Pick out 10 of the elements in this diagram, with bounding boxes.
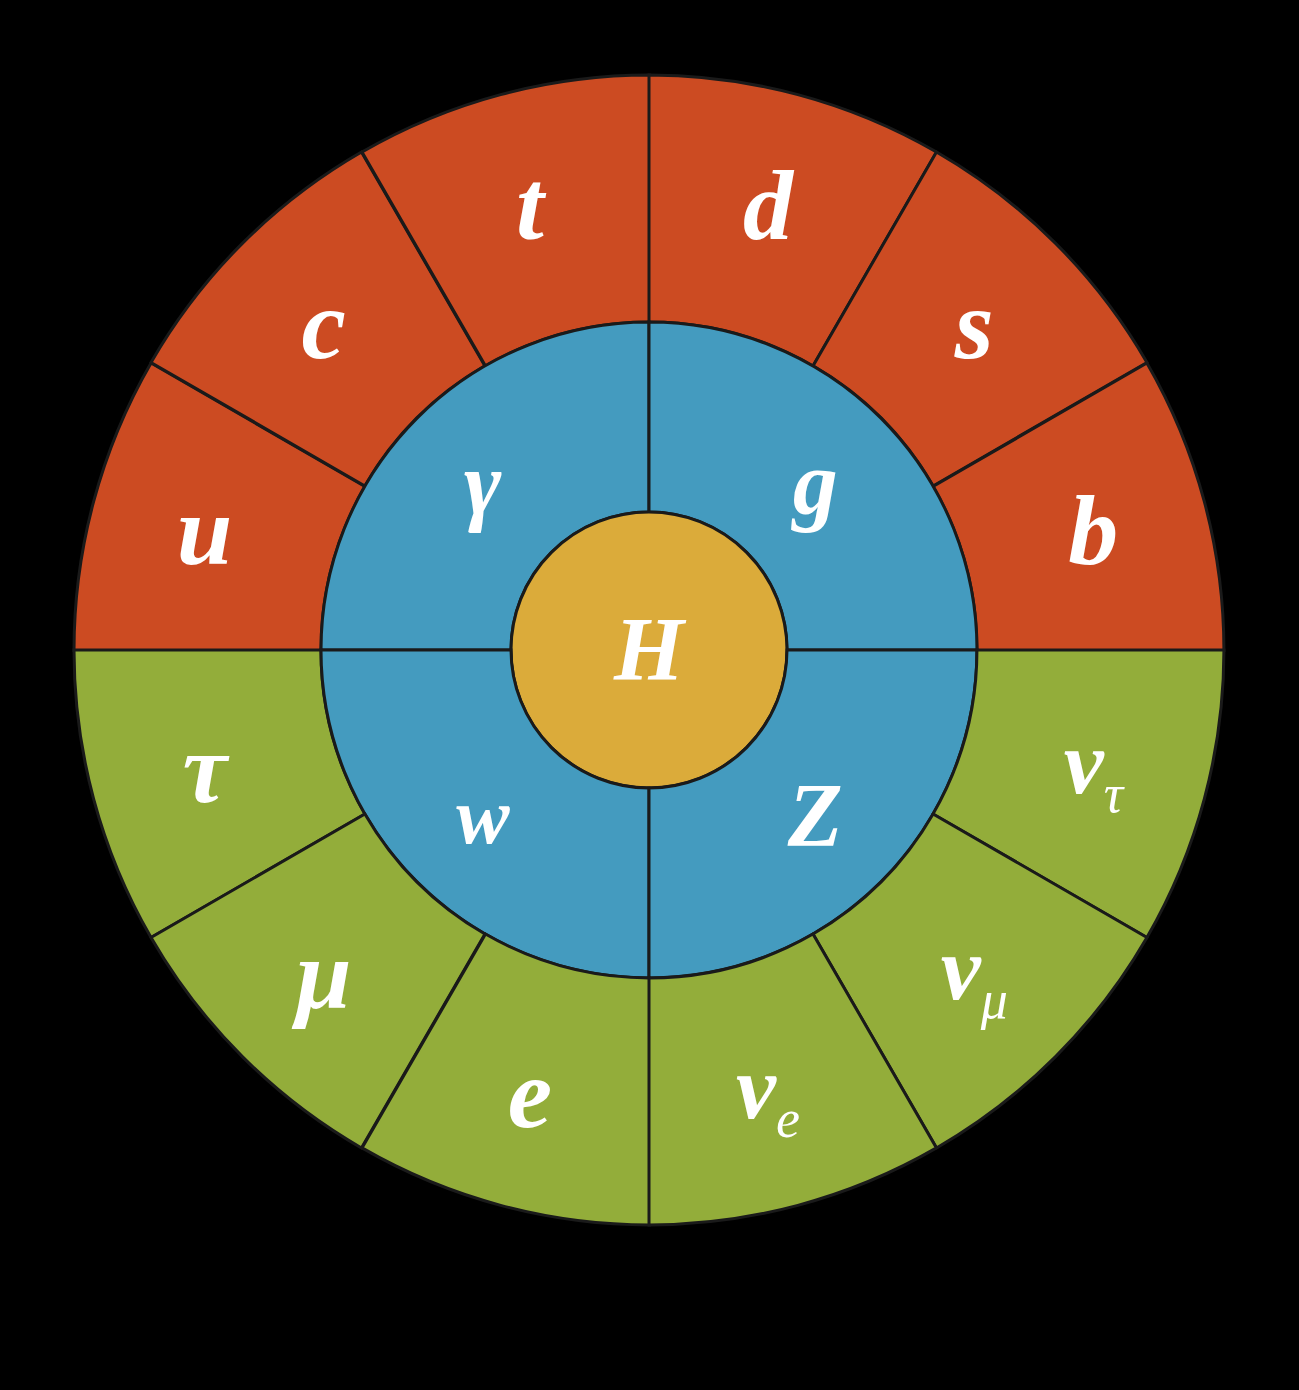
particle-symbol: ν$_{e}$ — [736, 1042, 800, 1146]
particle-symbol: c — [301, 274, 346, 375]
particle-symbol: u — [176, 480, 233, 581]
particle-symbol: ν$_{τ}$ — [1063, 717, 1123, 821]
particle-symbol: d — [743, 155, 794, 256]
particle-symbol: b — [1068, 480, 1119, 581]
particle-symbol: e — [507, 1044, 553, 1145]
particle-symbol: s — [954, 274, 994, 375]
particle-symbol: Z — [787, 771, 843, 862]
particle-symbol: w — [456, 776, 510, 857]
